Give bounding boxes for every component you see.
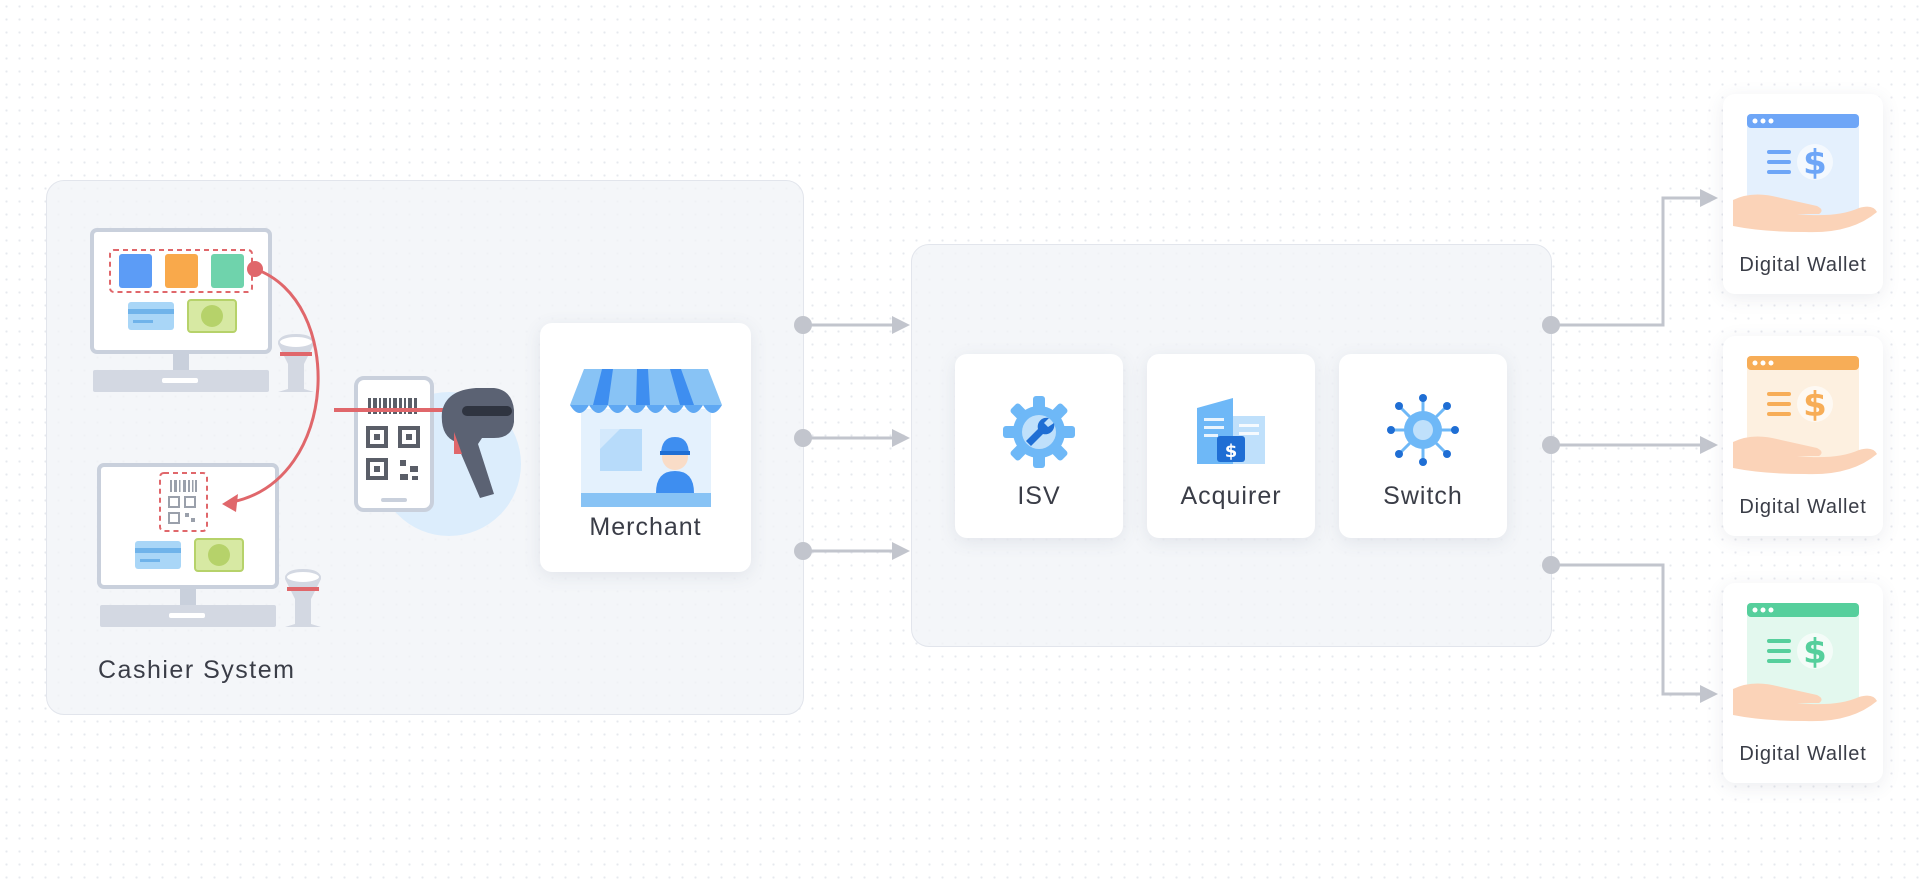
network-hub-icon <box>1387 394 1459 466</box>
wallet-payment-icon: $ <box>1733 356 1877 475</box>
merchant-label: Merchant <box>589 513 702 541</box>
svg-text:$: $ <box>1803 632 1827 672</box>
isv-label: ISV <box>1017 482 1061 510</box>
wallet-payment-icon: $ <box>1733 603 1877 722</box>
svg-text:$: $ <box>1803 143 1827 183</box>
wallet-payment-icon: $ <box>1733 114 1877 233</box>
digital-wallet-card[interactable]: $ Digital Wallet <box>1723 583 1883 783</box>
storefront-icon <box>570 369 722 507</box>
digital-wallet-label: Digital Wallet <box>1739 743 1867 765</box>
switch-label: Switch <box>1383 482 1463 510</box>
cashier-system-label: Cashier System <box>98 656 296 684</box>
isv-card[interactable]: ISV <box>955 354 1123 538</box>
digital-wallet-label: Digital Wallet <box>1739 254 1867 276</box>
acquirer-label: Acquirer <box>1180 482 1282 510</box>
scan-flow-arrow <box>222 261 320 512</box>
switch-card[interactable]: Switch <box>1339 354 1507 538</box>
digital-wallet-card[interactable]: $ Digital Wallet <box>1723 336 1883 536</box>
acquirer-card[interactable]: $ Acquirer <box>1147 354 1315 538</box>
svg-text:$: $ <box>1225 441 1238 462</box>
bank-building-icon: $ <box>1197 398 1265 464</box>
digital-wallet-label: Digital Wallet <box>1739 496 1867 518</box>
merchant-card[interactable]: Merchant <box>540 323 751 572</box>
svg-text:$: $ <box>1803 385 1827 425</box>
gear-wrench-icon <box>1003 396 1075 468</box>
phone-scanner-icon <box>334 376 521 536</box>
pos-terminal-icon <box>90 228 314 392</box>
digital-wallet-card[interactable]: $ Digital Wallet <box>1723 94 1883 294</box>
pos-terminal-icon <box>97 463 321 627</box>
